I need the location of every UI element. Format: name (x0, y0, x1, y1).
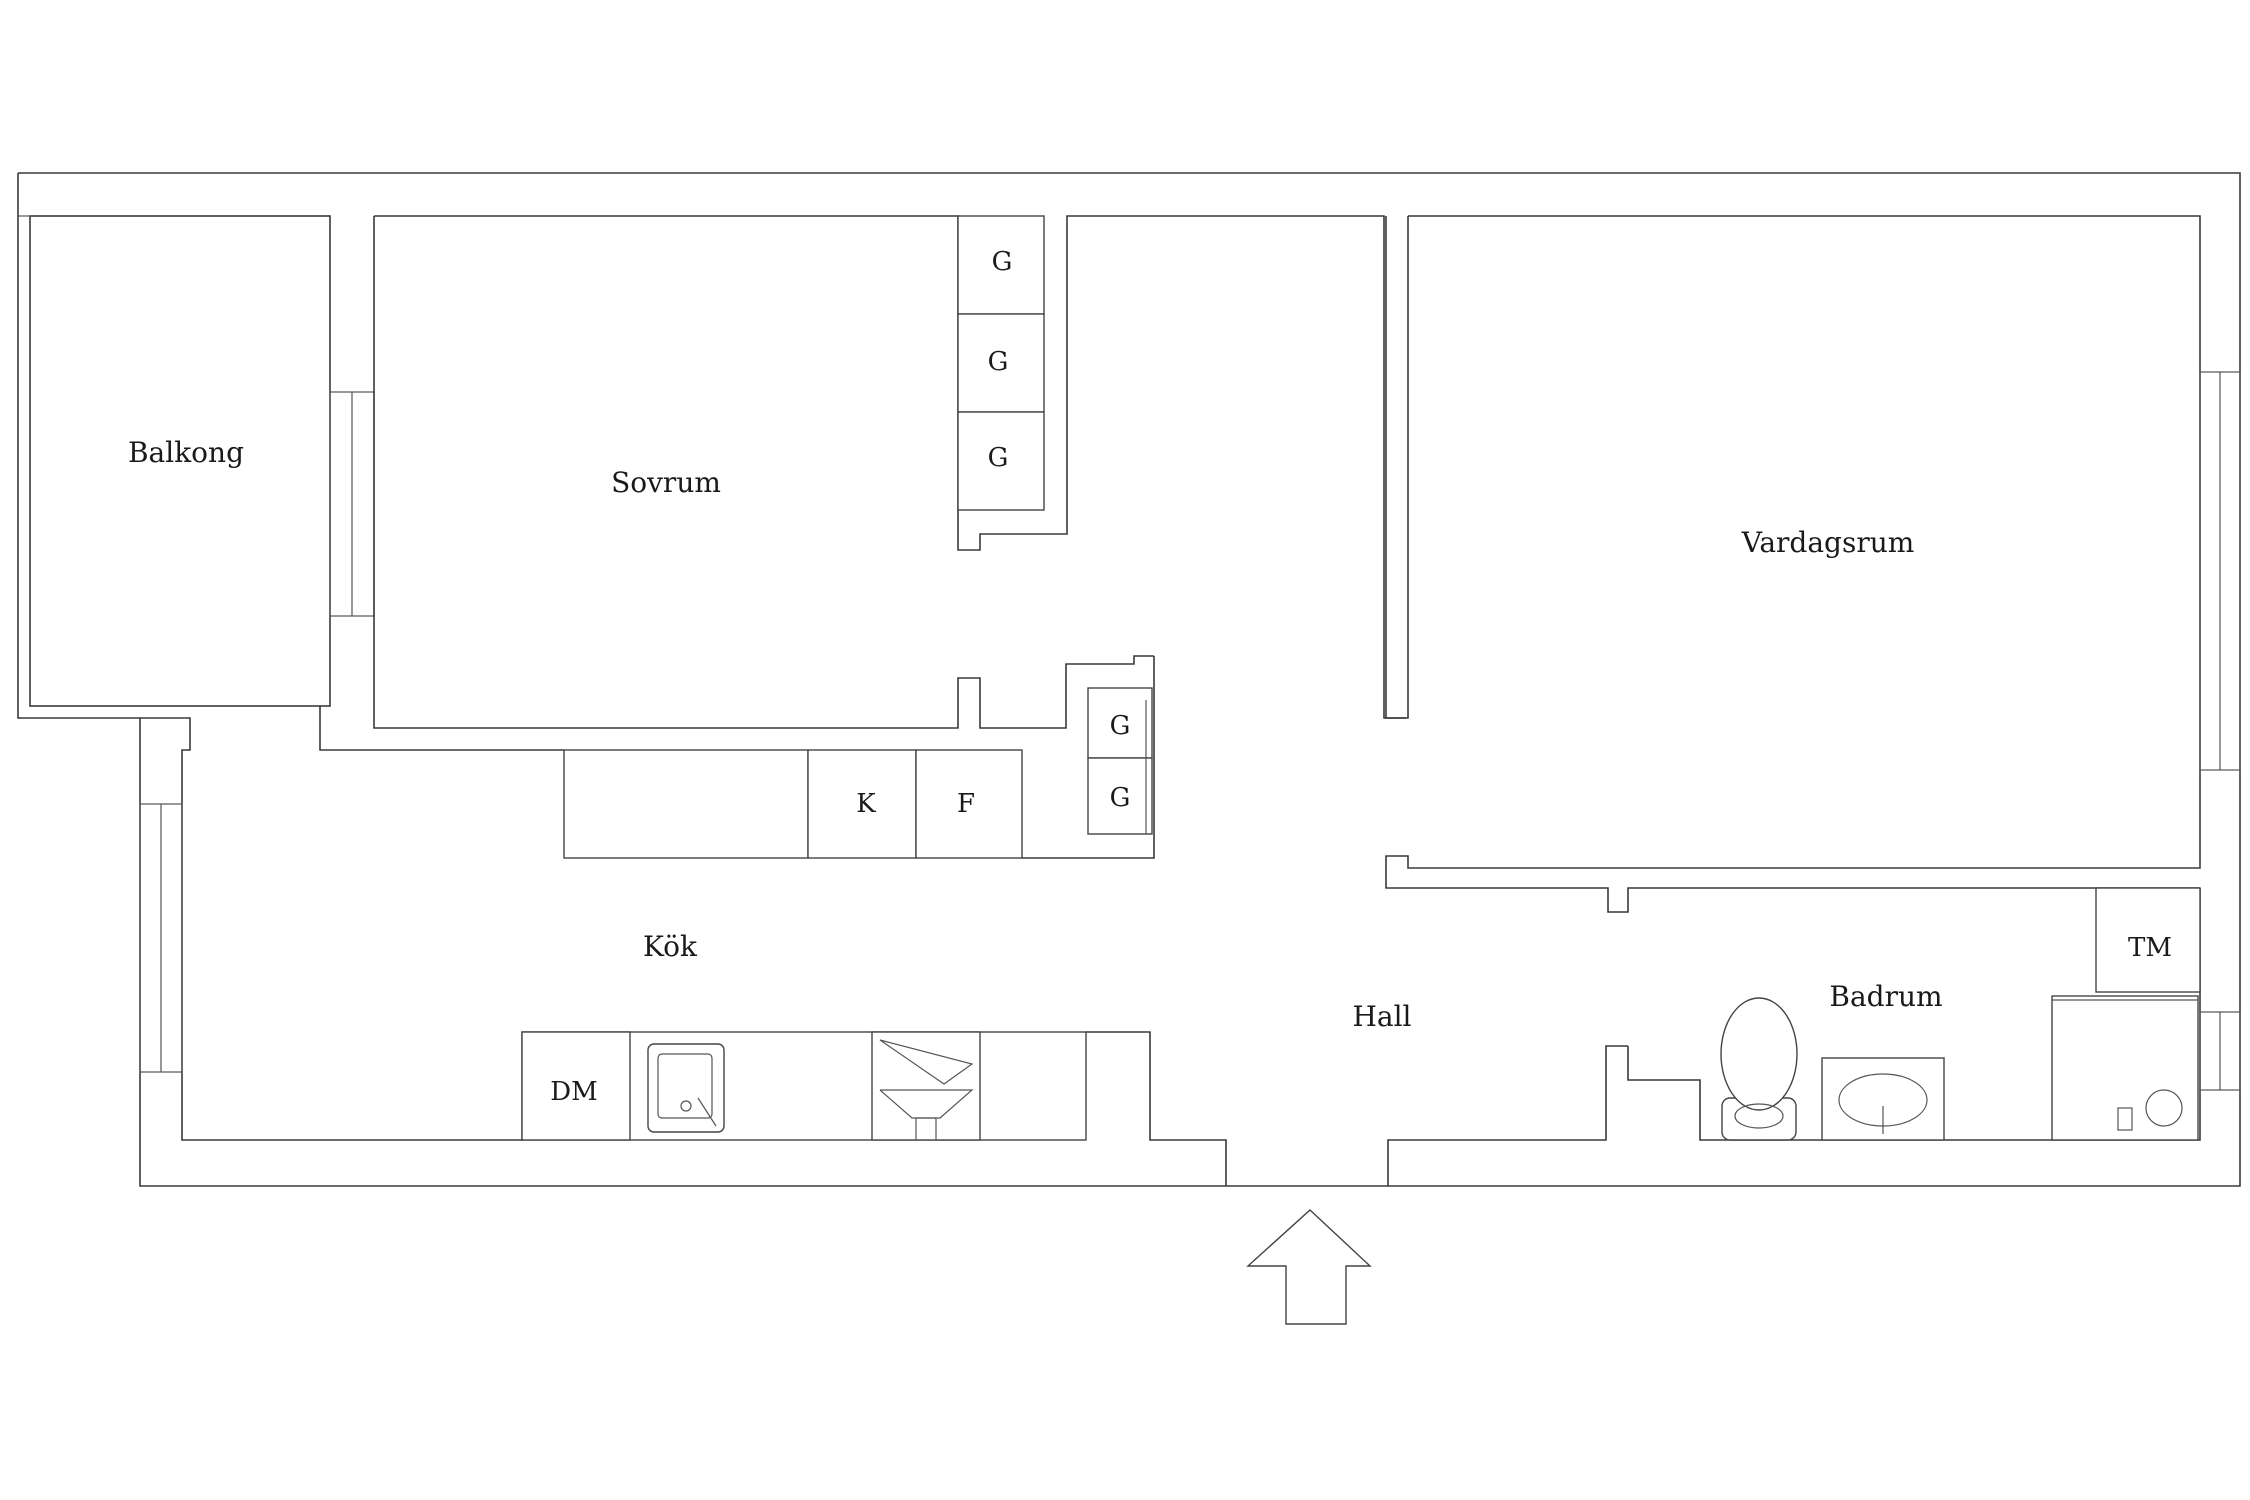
wardrobe-1 (957, 215, 1045, 315)
bedroom (373, 215, 1406, 729)
fridge (807, 749, 917, 859)
wardrobe-4 (1087, 687, 1153, 759)
stove (871, 1031, 981, 1141)
shower-mixer (2117, 1107, 2133, 1131)
balcony (18, 215, 375, 707)
hall (1086, 1031, 1628, 1325)
kitchen-left-wall (140, 717, 250, 1141)
toilet-bowl (1734, 1103, 1784, 1129)
dishwasher-label: DM (550, 1077, 597, 1107)
toilet-seat (1720, 997, 1798, 1111)
room-label-hall: Hall (1352, 1000, 1411, 1033)
fridge-label: K (856, 789, 876, 819)
sink-tap (697, 1097, 717, 1127)
wardrobe-1-label: G (992, 247, 1013, 277)
room-label-balkong: Balkong (128, 436, 244, 469)
dishwasher (521, 1031, 631, 1141)
washing-machine (2095, 887, 2201, 993)
bathroom (1627, 887, 2241, 1141)
stove-lines (879, 1089, 974, 1119)
wardrobe-4-label: G (1110, 711, 1131, 741)
wardrobe-3 (957, 411, 1045, 511)
wardrobe-2 (957, 313, 1045, 413)
stove-hood (879, 1039, 974, 1085)
entrance-arrow (1246, 1209, 1372, 1325)
living-room-left-wall (1385, 216, 1409, 719)
wardrobe-5 (1087, 757, 1153, 835)
shower-drain (2145, 1089, 2183, 1127)
labels: Balkong Sovrum Vardagsrum Kök Hall Badru… (128, 247, 2172, 1107)
kitchen-walls (139, 656, 1155, 1141)
sink-basin (647, 1043, 725, 1133)
outer-walls (17, 172, 2241, 1187)
hall-right-wall (1387, 1045, 1628, 1186)
freezer (915, 749, 1023, 859)
bathroom-walls (1627, 888, 2201, 1141)
room-label-vardagsrum: Vardagsrum (1741, 526, 1915, 559)
room-label-badrum: Badrum (1829, 980, 1942, 1013)
sink-bowl (657, 1053, 713, 1119)
upper-cabinet (563, 749, 809, 859)
freezer-label: F (957, 789, 975, 819)
living-room-walls (1385, 215, 2201, 913)
washing-machine-label: TM (2128, 933, 2172, 963)
wardrobe-5-label: G (1110, 783, 1131, 813)
bedroom-walls (374, 215, 1406, 719)
wardrobe-3-label: G (988, 443, 1009, 473)
room-label-kok: Kök (643, 930, 698, 963)
kitchen-upper-wall (319, 706, 564, 751)
stove-handle (915, 1117, 937, 1141)
outer-wall-line (17, 172, 2241, 1187)
room-label-sovrum: Sovrum (611, 466, 721, 499)
hall-left-wall (1086, 1031, 1227, 1186)
shower (2051, 995, 2199, 1141)
living-room (1385, 215, 2241, 913)
bedroom-lower-walls (373, 216, 1154, 729)
wardrobe-2-label: G (988, 347, 1009, 377)
cabinet-row-base (1022, 656, 1155, 859)
sink-drain (680, 1100, 692, 1112)
